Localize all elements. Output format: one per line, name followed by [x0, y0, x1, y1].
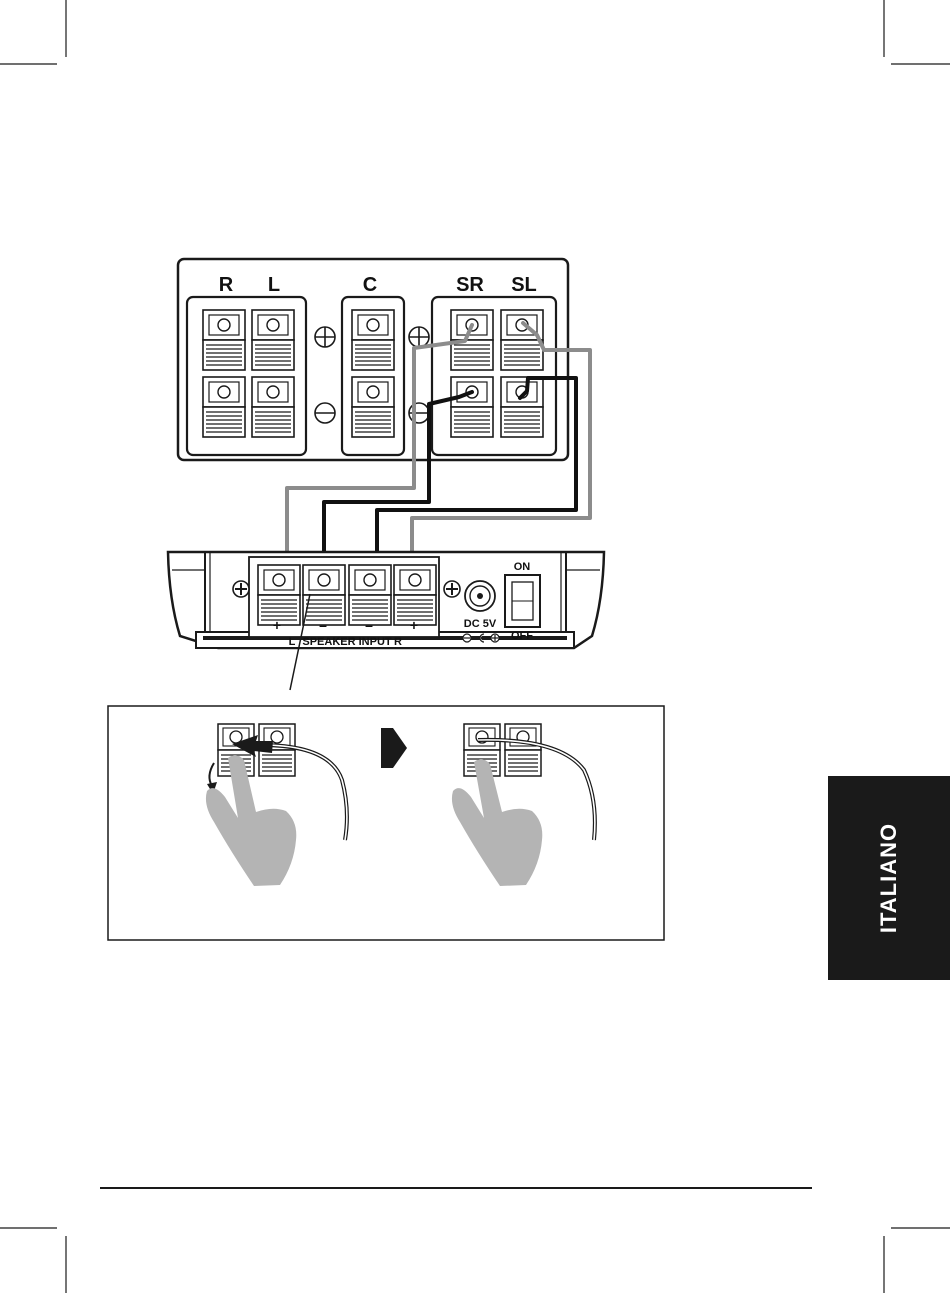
channel-label-r: R	[219, 274, 234, 296]
input-terminal-l-positive[interactable]	[258, 565, 300, 625]
switch-on-label: ON	[514, 561, 531, 573]
terminal-r-negative[interactable]	[203, 377, 245, 437]
channel-label-sl: SL	[511, 274, 537, 296]
terminal-l-negative[interactable]	[252, 377, 294, 437]
channel-label-c: C	[363, 274, 377, 296]
input-polarity-l-positive: +	[273, 617, 281, 633]
screw-icon	[444, 581, 460, 597]
input-caption-l: L	[289, 636, 296, 648]
terminal-r-positive[interactable]	[203, 310, 245, 370]
terminal-sr-positive[interactable]	[451, 310, 493, 370]
power-switch[interactable]	[505, 575, 540, 627]
input-polarity-r-negative: –	[365, 617, 373, 633]
screw-icon	[233, 581, 249, 597]
dc-polarity-icon	[463, 634, 499, 642]
terminal-sr-negative[interactable]	[451, 377, 493, 437]
input-polarity-l-negative: –	[319, 617, 327, 633]
terminal-c-positive[interactable]	[352, 310, 394, 370]
input-caption: SPEAKER INPUT	[302, 636, 392, 648]
terminal-l-positive[interactable]	[252, 310, 294, 370]
terminal-sl-positive[interactable]	[501, 310, 543, 370]
switch-off-label: OFF	[511, 630, 533, 642]
input-caption-r: R	[394, 636, 402, 648]
language-tab-label: ITALIANO	[876, 823, 902, 933]
terminal-sl-negative[interactable]	[501, 377, 543, 437]
input-polarity-r-positive: +	[410, 617, 418, 633]
wire-insertion-inset	[108, 706, 664, 940]
speaker-output-panel: R L C SR SL	[178, 259, 568, 460]
inset-terminal	[505, 724, 541, 776]
channel-label-l: L	[268, 274, 280, 296]
terminal-c-negative[interactable]	[352, 377, 394, 437]
input-terminal-r-positive[interactable]	[394, 565, 436, 625]
subwoofer-rear-panel: + – – + L SPEAKER INPUT R DC 5V ON OFF	[168, 552, 604, 648]
dc-power-jack[interactable]	[465, 581, 495, 611]
dc-input-label: DC 5V	[464, 618, 497, 630]
channel-label-sr: SR	[456, 274, 484, 296]
input-terminal-r-negative[interactable]	[349, 565, 391, 625]
